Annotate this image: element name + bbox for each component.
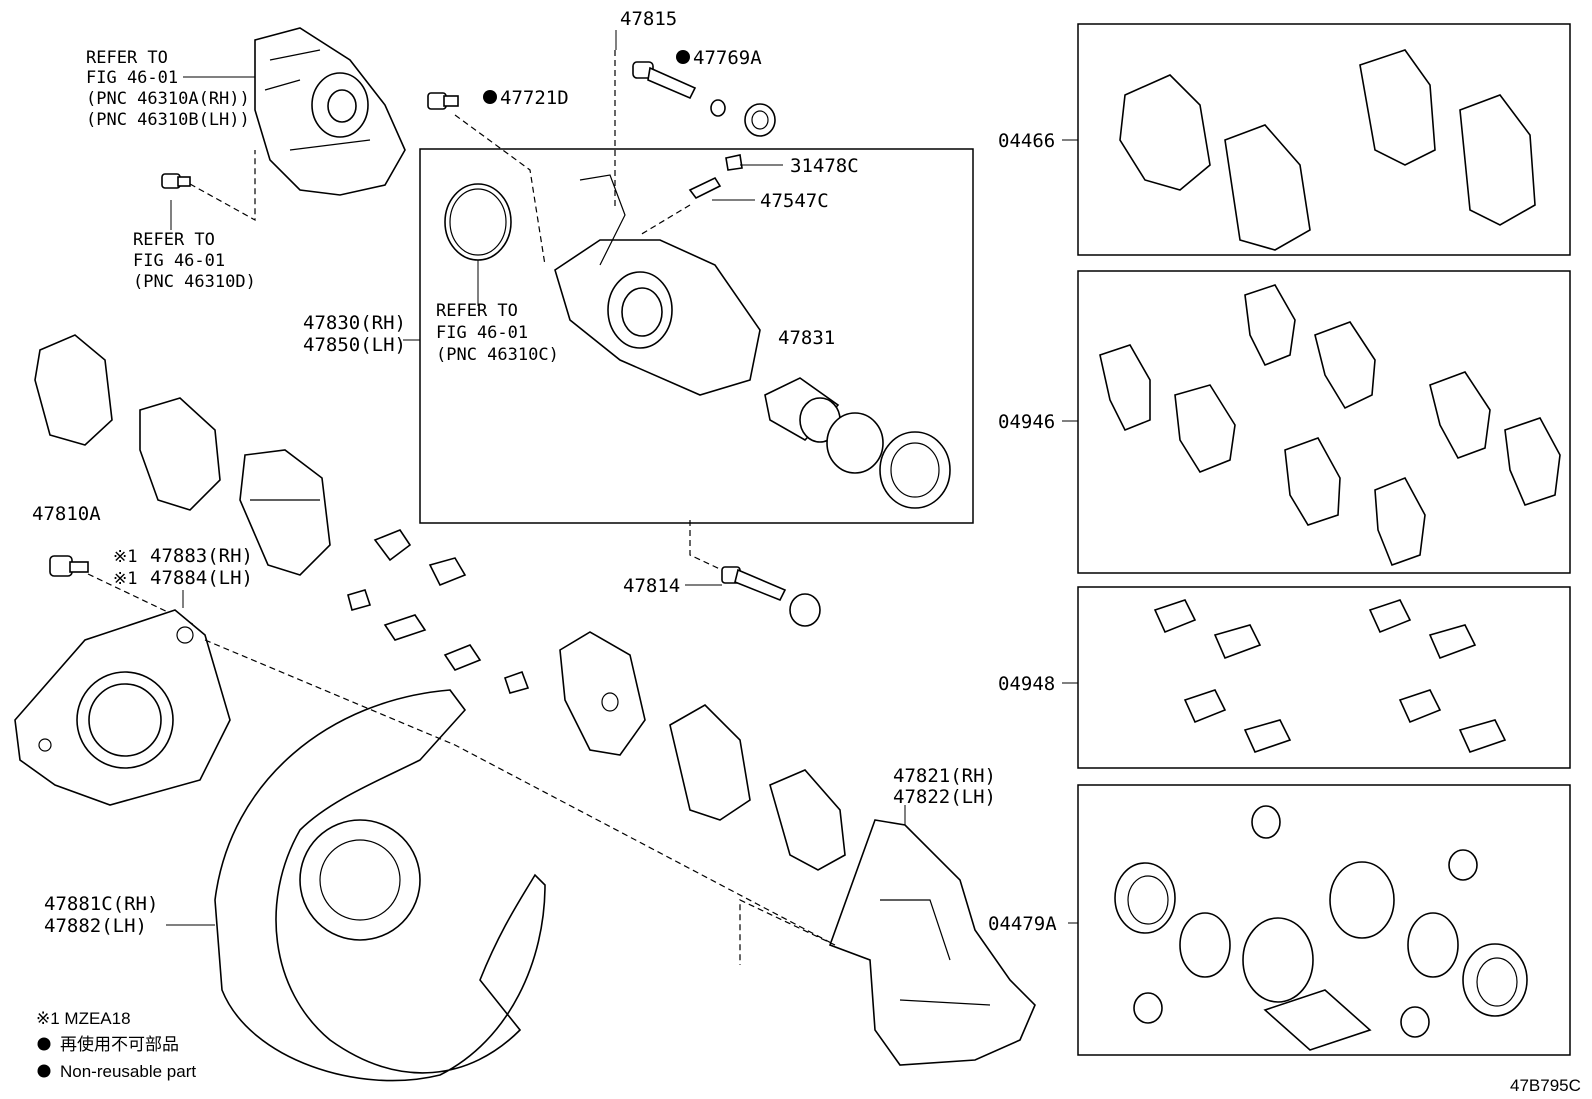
label-47884: 47884(LH) — [150, 567, 253, 589]
actuator-bolt — [161, 173, 191, 189]
label-04946: 04946 — [998, 411, 1055, 433]
ref-line: FIG 46-01 — [133, 251, 225, 271]
label-47882: 47882(LH) — [44, 915, 147, 937]
leader-lines — [166, 30, 1078, 926]
kit-box-04479a — [1077, 784, 1571, 1056]
kit-04479a-seals — [1114, 805, 1528, 1051]
piston-47831 — [764, 377, 951, 509]
leader-47721d — [454, 114, 546, 266]
label-47830: 47830(RH) — [303, 312, 406, 334]
label-47881c: 47881C(RH) — [44, 893, 158, 915]
label-47814: 47814 — [623, 575, 680, 597]
leader-47814 — [689, 520, 723, 571]
brake-pad-lower-1 — [559, 631, 646, 756]
bolt-47810a — [49, 555, 89, 577]
label-04948: 04948 — [998, 673, 1055, 695]
ref-line: (PNC 46310D) — [133, 272, 256, 292]
kit-box-04946 — [1077, 270, 1571, 574]
figure-code: 47B795C — [1510, 1076, 1581, 1095]
note-mark: ※1 — [113, 569, 137, 589]
ref-line: REFER TO — [86, 48, 168, 68]
label-47850: 47850(LH) — [303, 334, 406, 356]
ref-line: (PNC 46310B(LH)) — [86, 110, 250, 130]
ref-line: (PNC 46310A(RH)) — [86, 89, 250, 109]
label-47815: 47815 — [620, 8, 677, 30]
ref-line: REFER TO — [133, 230, 215, 250]
ref-line: (PNC 46310C) — [436, 345, 559, 365]
dust-shield — [214, 689, 546, 1082]
bleeder-47547c — [688, 176, 722, 200]
brake-pad-left-1 — [34, 334, 113, 446]
kit-box-04948 — [1077, 586, 1571, 769]
label-31478c: 31478C — [790, 155, 859, 177]
brake-pad-lower-2 — [669, 704, 751, 821]
label-47822: 47822(LH) — [893, 786, 996, 808]
caliper-body — [554, 174, 761, 396]
ref-line: FIG 46-01 — [86, 68, 178, 88]
brake-pad-left-2 — [139, 397, 221, 511]
label-47721d: 47721D — [500, 87, 569, 109]
nonreusable-bullet-47721d — [483, 90, 497, 104]
kit-04948-clips — [1153, 599, 1507, 753]
ref-lower-left: REFER TO FIG 46-01 (PNC 46310D) — [133, 230, 256, 292]
ref-upper-left: REFER TO FIG 46-01 (PNC 46310A(RH)) (PNC… — [86, 48, 250, 130]
label-47831: 47831 — [778, 327, 835, 349]
kit-04946-shims — [1099, 284, 1561, 567]
legend-note1: ※1 MZEA18 — [36, 1009, 131, 1028]
ref-line: FIG 46-01 — [436, 323, 528, 343]
caliper-mounting-bracket — [828, 819, 1036, 1066]
label-04466: 04466 — [998, 130, 1055, 152]
note-mark: ※1 — [113, 547, 137, 567]
legend-nonreusable-en: Non-reusable part — [60, 1062, 196, 1081]
kit-04466-pads — [1119, 49, 1536, 251]
boot-47769a — [710, 99, 776, 137]
bolt-47814 — [721, 566, 821, 627]
legend-bullet-en — [37, 1064, 51, 1078]
legend-nonreusable-jp: 再使用不可部品 — [60, 1034, 179, 1054]
brake-pad-lower-3 — [769, 769, 846, 871]
nonreusable-bullet-47769a — [676, 50, 690, 64]
leader-47547c — [639, 204, 691, 236]
label-47810a: 47810A — [32, 503, 101, 525]
ref-center: REFER TO FIG 46-01 (PNC 46310C) — [436, 301, 559, 365]
knuckle-plate — [14, 609, 231, 806]
pad-clips-group — [347, 529, 530, 694]
legend: ※1 MZEA18 再使用不可部品 Non-reusable part — [36, 1009, 196, 1081]
leader-actuator-bolt — [189, 150, 256, 222]
legend-bullet-jp — [37, 1037, 51, 1051]
bolt-47721d — [427, 92, 459, 110]
label-47883: 47883(RH) — [150, 545, 253, 567]
caliper-assembly-box — [419, 148, 974, 524]
caliper-seal-ring — [444, 183, 512, 261]
leader-main-dashed — [204, 639, 836, 965]
brake-pad-left-3 — [239, 449, 331, 576]
label-47547c: 47547C — [760, 190, 829, 212]
parking-brake-actuator — [254, 27, 406, 196]
bolt-47815 — [632, 61, 697, 100]
label-47821: 47821(RH) — [893, 765, 996, 787]
cap-31478c — [725, 154, 743, 171]
label-47769a: 47769A — [693, 47, 762, 69]
ref-line: REFER TO — [436, 301, 518, 321]
label-04479a: 04479A — [988, 913, 1057, 935]
